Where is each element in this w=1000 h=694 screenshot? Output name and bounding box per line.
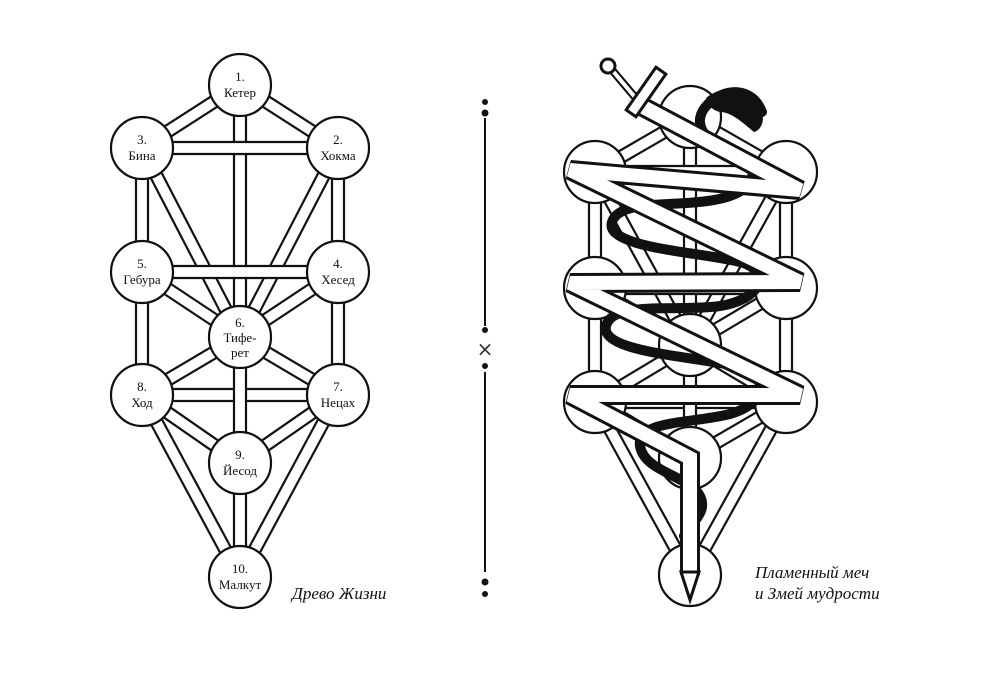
tree-sephirot: 1.Кетер 2.Хокма 3.Бина 4.Хесед 5.Гебура 6.Тиф… — [109, 52, 371, 610]
sephirah-circle — [305, 362, 371, 428]
flaming-sword-serpent-diagram — [562, 57, 819, 608]
sword-serpent-caption: Пламенный меч и Змей мудрости — [755, 562, 880, 604]
divider-dot — [482, 99, 488, 105]
sephirah-name: Малкут — [219, 577, 262, 592]
sephirah-circle — [207, 52, 273, 118]
tree-of-life-caption: Древо Жизни — [292, 584, 387, 603]
divider-cross: × — [477, 337, 494, 361]
tree-of-life-diagram: 1.Кетер 2.Хокма 3.Бина 4.Хесед 5.Гебура 6.Тиф… — [109, 52, 371, 610]
sephirah-number: 8. — [137, 379, 147, 394]
sephirah-circle — [109, 115, 175, 181]
sephirah-circle — [109, 239, 175, 305]
sephirah-number: 9. — [235, 447, 245, 462]
sephirah-number: 1. — [235, 69, 245, 84]
sephirah-name: Ход — [131, 395, 153, 410]
sephirah-circle — [207, 544, 273, 610]
center-divider: × — [477, 99, 494, 597]
sephirah-number: 7. — [333, 379, 343, 394]
tree-path — [232, 83, 248, 339]
divider-dot — [481, 578, 489, 586]
caption-line: и Змей мудрости — [755, 584, 880, 603]
sword-pommel — [599, 57, 617, 75]
sephirah-circle — [305, 239, 371, 305]
sword-tip — [678, 570, 702, 605]
sephirah-circle — [109, 362, 175, 428]
sephirah-circle — [207, 430, 273, 496]
sephirah-number: 10. — [232, 561, 248, 576]
sephirah-circle — [207, 304, 273, 370]
divider-dot — [482, 327, 488, 333]
sephirah-name: Кетер — [224, 85, 256, 100]
sephirah-name: Бина — [128, 148, 155, 163]
flaming-sword — [565, 57, 805, 605]
divider-dot — [482, 591, 488, 597]
sephirah-name: рет — [231, 345, 249, 360]
sephirah-name: Йесод — [223, 463, 257, 478]
divider-dot — [482, 363, 488, 369]
sephirah-number: 3. — [137, 132, 147, 147]
sephirah-name: Нецах — [321, 395, 356, 410]
sephirah-name: Гебура — [123, 272, 160, 287]
sephirah-name: Тифе- — [223, 330, 256, 345]
caption-line: Пламенный меч — [755, 563, 870, 582]
serpent-head — [706, 89, 763, 132]
sephirah-circle — [305, 115, 371, 181]
divider-dot — [481, 109, 489, 117]
sword-crossguard — [624, 65, 668, 119]
sephirah-name: Хокма — [320, 148, 356, 163]
sephirah-number: 5. — [137, 256, 147, 271]
sephirah-name: Хесед — [321, 272, 355, 287]
sephirah-number: 2. — [333, 132, 343, 147]
sephirah-number: 6. — [235, 315, 245, 330]
sephirah-number: 4. — [333, 256, 343, 271]
